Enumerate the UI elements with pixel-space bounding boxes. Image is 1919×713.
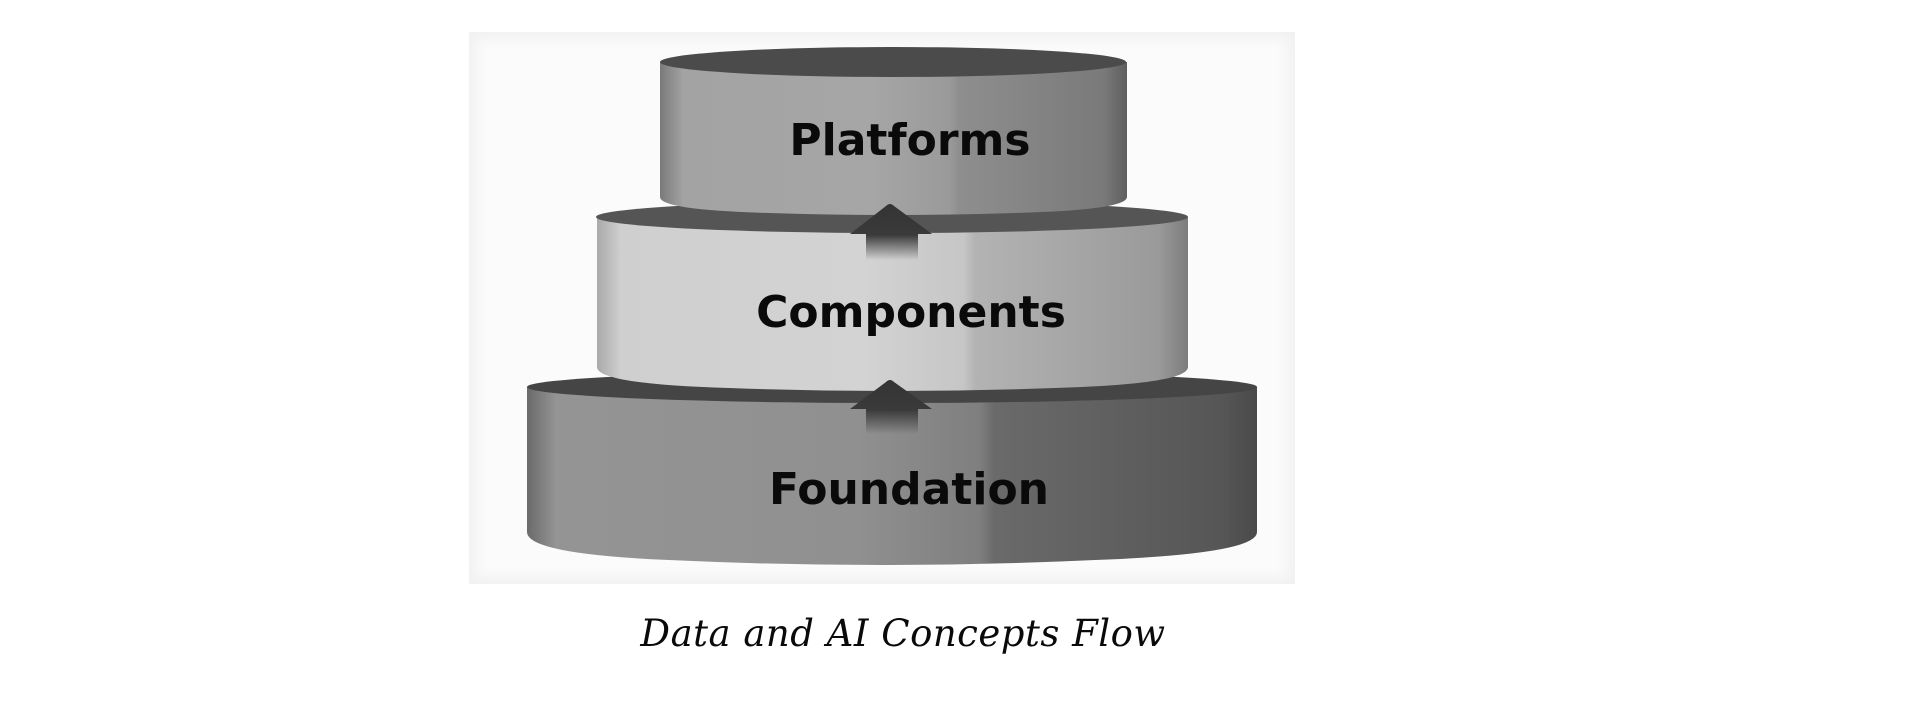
tier-components-label: Components	[756, 287, 1066, 338]
tier-foundation-body	[527, 387, 1257, 565]
tier-platforms	[660, 47, 1127, 215]
tier-platforms-label: Platforms	[789, 115, 1030, 166]
arrow-up-icon	[850, 204, 932, 260]
stack-diagram: Platforms Components Foundation	[527, 47, 1257, 565]
tier-platforms-body	[660, 62, 1127, 215]
diagram-caption: Data and AI Concepts Flow	[640, 612, 1166, 655]
diagram-frame: Platforms Components Foundation	[469, 32, 1295, 584]
tier-components-body	[597, 217, 1188, 391]
tier-platforms-cap	[660, 47, 1126, 77]
tier-foundation-label: Foundation	[769, 464, 1049, 515]
arrow-up-icon	[850, 380, 932, 434]
